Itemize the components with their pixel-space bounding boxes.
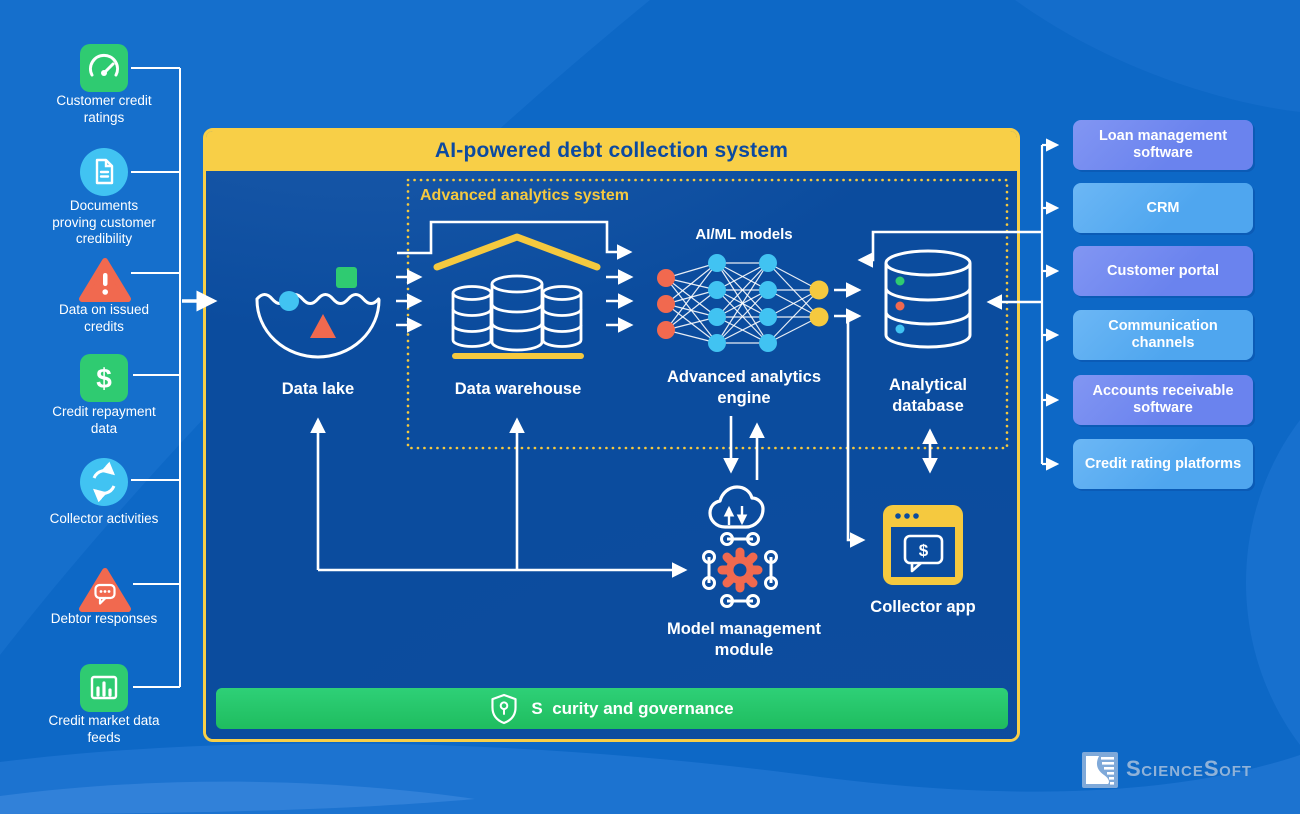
system-title: AI-powered debt collection system: [434, 139, 789, 162]
alert-triangle-icon: [78, 256, 132, 304]
security-bar-label: S curity and governance: [531, 698, 734, 718]
neural-network-icon: [657, 254, 829, 352]
document-icon: [80, 148, 128, 196]
aiml-models-label: AI/ML models: [695, 226, 793, 243]
system-header: AI-powered debt collection system: [206, 131, 1017, 171]
sync-icon: [80, 458, 128, 506]
integration-label: Customer portal: [1107, 262, 1219, 279]
sciencesoft-wordmark: ScienceSoft: [1126, 756, 1252, 782]
analytics-box-label: Advanced analytics system: [420, 187, 629, 204]
logo-part: oft: [1219, 763, 1253, 780]
gauge-icon: [80, 44, 128, 92]
analytical-database-icon: [884, 249, 972, 349]
source-label: Customer credit ratings: [56, 93, 152, 125]
source-label: Credit market data feeds: [48, 713, 160, 745]
data-lake-icon: [255, 267, 381, 359]
integration-label: CRM: [1146, 199, 1180, 216]
collector-app-label: Collector app: [870, 598, 976, 616]
source-label: Data on issued credits: [58, 302, 150, 334]
sciencesoft-logo-icon: [1082, 752, 1118, 788]
logo-part: S: [1126, 756, 1142, 781]
integration-label: Accounts receivable software: [1092, 383, 1234, 416]
dollar-glyph: $: [919, 541, 929, 560]
analytical-database-label: Analytical database: [889, 376, 967, 415]
logo-part: cience: [1141, 763, 1204, 780]
integration-label: Communication channels: [1108, 318, 1218, 351]
chat-alert-icon: [78, 566, 132, 614]
source-label: Documents proving customer credibility: [52, 198, 156, 246]
source-label: Credit repayment data: [52, 404, 156, 436]
integration-box-crm: CRM: [1073, 183, 1253, 233]
flow-arrows: [310, 220, 1041, 578]
integration-box-credit-rating: Credit rating platforms: [1073, 439, 1253, 489]
source-connector-lines: [131, 67, 181, 688]
data-warehouse-label: Data warehouse: [454, 380, 582, 398]
shield-icon: [491, 693, 518, 724]
collector-app-icon: $: [883, 505, 963, 585]
data-warehouse-icon: [433, 233, 601, 359]
model-management-icon: [702, 485, 778, 608]
source-label: Collector activities: [49, 511, 159, 526]
dollar-icon: $: [80, 354, 128, 402]
analytics-engine-label: Advanced analytics engine: [666, 368, 822, 407]
system-panel: [206, 171, 1017, 739]
integration-connector-lines: [1040, 138, 1060, 471]
bar-chart-icon: [80, 664, 128, 712]
integration-box-customer-portal: Customer portal: [1073, 246, 1253, 296]
integration-box-loan-management: Loan management software: [1073, 120, 1253, 170]
integration-box-communication-channels: Communication channels: [1073, 310, 1253, 360]
system-box: AI-powered debt collection system: [203, 128, 1020, 742]
integration-box-accounts-receivable: Accounts receivable software: [1073, 375, 1253, 425]
analytics-dashed-border: [406, 178, 1009, 450]
logo-part: S: [1203, 756, 1220, 781]
security-governance-bar: S curity and governance: [216, 688, 1008, 729]
dollar-glyph: $: [96, 363, 112, 394]
model-module-label: Model management module: [666, 620, 822, 659]
data-lake-label: Data lake: [281, 380, 355, 398]
integration-label: Credit rating platforms: [1084, 455, 1242, 472]
integration-label: Loan management software: [1098, 128, 1228, 161]
source-label: Debtor responses: [50, 611, 158, 626]
